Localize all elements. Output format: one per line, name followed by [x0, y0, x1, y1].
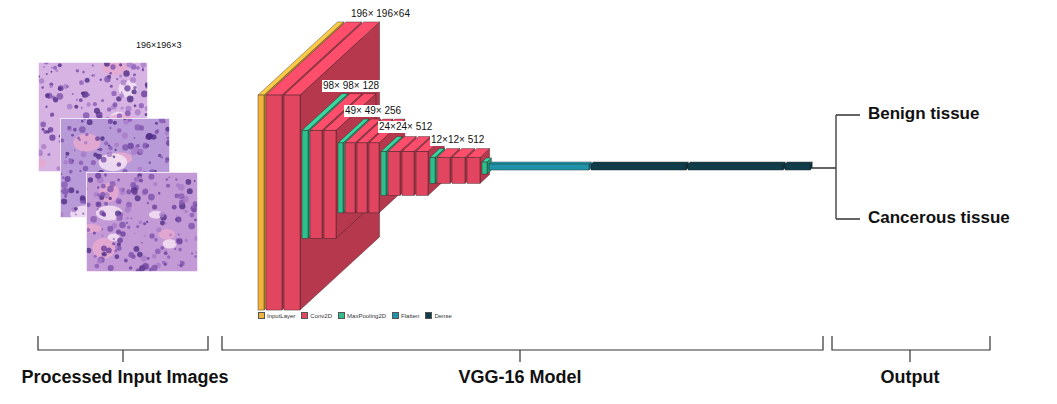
legend-text: Dense [434, 313, 451, 319]
legend-text: MaxPooling2D [347, 313, 386, 319]
class-label: Cancerous tissue [868, 208, 1010, 228]
layer-block [467, 149, 490, 184]
legend-swatch [392, 312, 399, 319]
output-branch [812, 115, 860, 219]
branch-lines [812, 115, 860, 219]
legend-swatch [425, 312, 432, 319]
layer-block [785, 162, 812, 170]
legend-text: InputLayer [267, 313, 295, 319]
histology-images [30, 60, 199, 274]
layer-size: 98× 98× 128 [322, 80, 380, 92]
model-bracket [222, 336, 823, 362]
legend-text: Conv2D [310, 313, 332, 319]
layer-block [591, 162, 688, 170]
output-bracket [832, 336, 990, 362]
section-label: Processed Input Images [21, 367, 228, 388]
layer-size: 24×24× 512 [378, 121, 433, 133]
legend-item: Flatten [392, 312, 419, 319]
input-size: 196×196×3 [135, 40, 183, 50]
layer-block [489, 162, 591, 170]
class-label: Benign tissue [868, 104, 979, 124]
legend-item: MaxPooling2D [338, 312, 386, 319]
legend-text: Flatten [401, 313, 419, 319]
vgg16-layers [258, 22, 812, 310]
layer-legend: InputLayer Conv2D MaxPooling2D Flatten Dense [258, 312, 452, 319]
layer-block [284, 22, 380, 310]
input-bracket [38, 336, 208, 362]
layer-size: 49× 49× 256 [344, 105, 402, 117]
layer-size: 196× 196×64 [350, 8, 411, 20]
section-label: Output [881, 367, 940, 388]
layer-block [688, 162, 785, 170]
legend-item: InputLayer [258, 312, 295, 319]
legend-swatch [258, 312, 265, 319]
section-label: VGG-16 Model [458, 367, 581, 388]
legend-swatch [301, 312, 308, 319]
legend-item: Dense [425, 312, 451, 319]
legend-swatch [338, 312, 345, 319]
section-brackets [38, 336, 990, 362]
tissue-image [86, 172, 198, 272]
legend-item: Conv2D [301, 312, 332, 319]
layer-block [369, 119, 405, 213]
layer-size: 12×12× 512 [430, 134, 485, 146]
